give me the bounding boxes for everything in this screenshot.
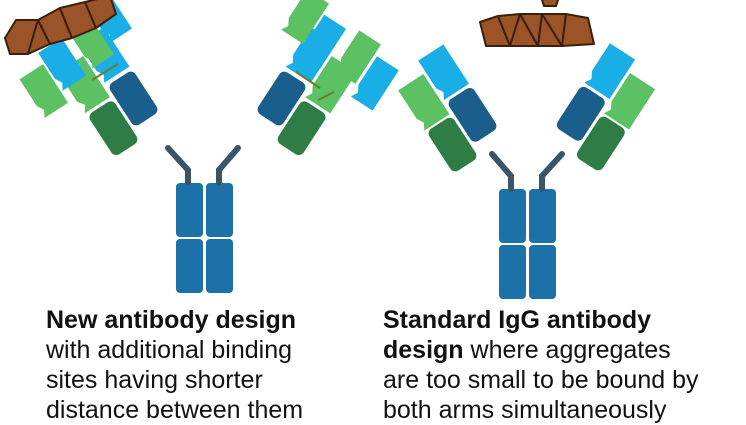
left-caption: New antibody design with additional bind…	[46, 305, 376, 425]
hinge-igg	[489, 151, 565, 192]
protein-aggregate-icon	[4, 0, 117, 55]
hinge	[165, 145, 241, 186]
igg-antibody-icon	[398, 0, 656, 299]
right-caption: Standard IgG antibody design where aggre…	[383, 305, 746, 425]
fc-stem	[176, 183, 233, 293]
fc-stem-igg	[499, 189, 556, 299]
left-fab-arm	[58, 27, 158, 156]
left-caption-line: distance between them	[46, 396, 304, 424]
antibody-comparison-diagram	[4, 0, 656, 299]
right-caption-line: both arms simultaneously	[383, 396, 667, 424]
igg-left-fab-arm	[398, 44, 497, 172]
left-caption-title: New antibody design	[46, 306, 297, 334]
right-caption-line: are too small to be bound by	[383, 366, 699, 394]
left-caption-line: sites having shorter	[46, 366, 263, 394]
left-caption-line: with additional binding	[46, 336, 293, 364]
right-caption-title: Standard IgG antibody	[383, 306, 652, 334]
right-extra-binding-domains	[281, 0, 399, 111]
multivalent-antibody-icon	[4, 0, 399, 293]
free-aggregate-icon	[479, 0, 595, 47]
right-caption-title-cont: design	[383, 336, 464, 364]
igg-right-fab-arm	[556, 43, 656, 171]
right-caption-text: where aggregates	[463, 336, 671, 364]
